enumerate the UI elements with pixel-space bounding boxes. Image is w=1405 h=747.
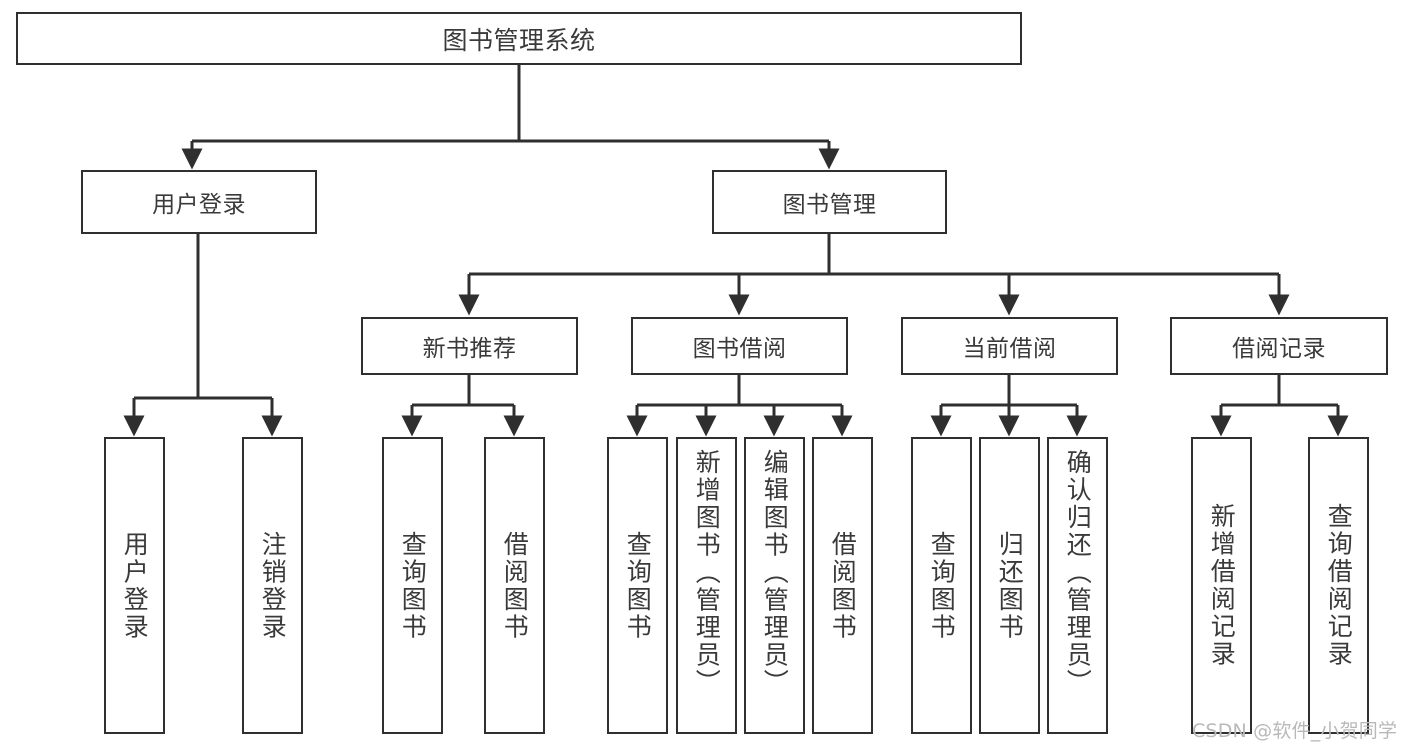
node-leaf-user-logout-label: 注销登录: [258, 530, 288, 641]
node-leaf-query-book-current-label: 查询图书: [927, 530, 957, 641]
node-user-login[interactable]: 用户登录: [81, 170, 317, 234]
node-current-borrow[interactable]: 当前借阅: [901, 317, 1118, 375]
node-borrow-record-label: 借阅记录: [1232, 336, 1326, 362]
node-leaf-add-borrow-record[interactable]: 新增借阅记录: [1191, 437, 1252, 734]
node-leaf-user-logout[interactable]: 注销登录: [242, 437, 303, 734]
node-leaf-query-borrow-record-label: 查询借阅记录: [1324, 503, 1354, 668]
node-root-label: 图书管理系统: [442, 25, 596, 55]
node-leaf-confirm-return-label: 确认归还（管理员）: [1063, 449, 1093, 697]
node-book-management-label: 图书管理: [782, 192, 877, 218]
node-leaf-confirm-return[interactable]: 确认归还（管理员）: [1047, 437, 1108, 734]
node-leaf-query-book-recommend[interactable]: 查询图书: [382, 437, 443, 734]
node-new-book-recommend[interactable]: 新书推荐: [361, 317, 578, 375]
node-root-book-management-system[interactable]: 图书管理系统: [16, 12, 1022, 65]
node-leaf-query-book-current[interactable]: 查询图书: [911, 437, 972, 734]
node-leaf-add-book-label: 新增图书（管理员）: [692, 449, 722, 697]
node-leaf-return-book[interactable]: 归还图书: [979, 437, 1040, 734]
node-leaf-borrow-book-label: 借阅图书: [828, 530, 858, 641]
node-leaf-user-login[interactable]: 用户登录: [104, 437, 165, 734]
node-leaf-borrow-book-recommend-label: 借阅图书: [500, 530, 530, 641]
node-leaf-query-book-borrow-label: 查询图书: [623, 530, 653, 641]
node-current-borrow-label: 当前借阅: [962, 336, 1057, 362]
node-leaf-add-book[interactable]: 新增图书（管理员）: [676, 437, 737, 734]
node-leaf-borrow-book[interactable]: 借阅图书: [812, 437, 873, 734]
node-book-management[interactable]: 图书管理: [712, 170, 947, 234]
node-user-login-label: 用户登录: [152, 192, 246, 218]
node-leaf-query-book-borrow[interactable]: 查询图书: [607, 437, 668, 734]
node-leaf-user-login-label: 用户登录: [120, 530, 150, 641]
node-leaf-borrow-book-recommend[interactable]: 借阅图书: [484, 437, 545, 734]
node-leaf-edit-book-label: 编辑图书（管理员）: [760, 449, 790, 697]
node-leaf-edit-book[interactable]: 编辑图书（管理员）: [744, 437, 805, 734]
node-leaf-add-borrow-record-label: 新增借阅记录: [1207, 503, 1237, 668]
node-leaf-query-book-recommend-label: 查询图书: [398, 530, 428, 641]
node-leaf-query-borrow-record[interactable]: 查询借阅记录: [1308, 437, 1369, 734]
node-new-book-recommend-label: 新书推荐: [422, 336, 517, 362]
node-leaf-return-book-label: 归还图书: [995, 530, 1025, 641]
node-book-borrow[interactable]: 图书借阅: [631, 317, 848, 375]
node-borrow-record[interactable]: 借阅记录: [1170, 317, 1388, 375]
node-book-borrow-label: 图书借阅: [692, 336, 787, 362]
